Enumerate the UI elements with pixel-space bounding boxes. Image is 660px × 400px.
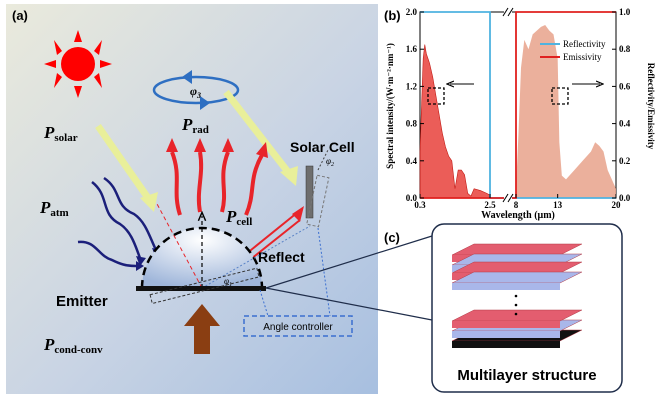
p-atm-label: Patm <box>39 198 69 219</box>
panel-c-label: (c) <box>384 230 400 245</box>
legend-reflectivity-label: Reflectivity <box>563 39 606 49</box>
atmospheric-window-area <box>516 25 616 198</box>
y-left-tick-label: 0.4 <box>406 156 418 166</box>
y-right-tick-label: 0.0 <box>619 193 631 203</box>
layer-top-3-edge <box>452 283 560 290</box>
layer-top-2 <box>451 261 583 274</box>
layer-top-0 <box>451 243 583 256</box>
y-left-tick-label: 2.0 <box>406 7 418 17</box>
y-left-tick-label: 0.0 <box>406 193 418 203</box>
emitter-plate <box>136 286 266 291</box>
p-cell-label: Pcell <box>225 207 252 228</box>
phi2-label: φ2 <box>326 156 334 168</box>
atm-arrow-3 <box>77 240 137 268</box>
angle-controller-link-2 <box>317 227 331 317</box>
atm-arrow-1 <box>91 181 142 259</box>
y-left-tick-label: 1.6 <box>406 44 418 54</box>
rad-arrow-2 <box>196 151 204 213</box>
zoom-box-right <box>551 87 569 105</box>
y-right-tick-label: 0.8 <box>619 44 631 54</box>
phi3-label: φ3 <box>190 84 201 100</box>
incident-axis <box>155 201 203 289</box>
rotation-phi3-icon <box>152 70 240 110</box>
p-rad-label: Prad <box>181 115 209 136</box>
rad-arrow-3 <box>220 151 230 213</box>
chart-legend: Reflectivity Emissivity <box>540 39 606 62</box>
axis-break-bottom <box>502 193 514 203</box>
connector-line-2 <box>265 235 433 289</box>
y-axis-right-label: Reflectivity/Emissivity <box>646 63 656 150</box>
multilayer-stack <box>451 243 583 348</box>
layer-bottom-0-edge <box>452 341 560 348</box>
x-tick-label: 13 <box>553 200 563 210</box>
cond-conv-arrow <box>184 304 220 354</box>
connector-line-1 <box>265 287 433 321</box>
y-right-tick-label: 1.0 <box>619 7 631 17</box>
x-tick-label: 2.5 <box>484 200 496 210</box>
rad-arrow-1 <box>170 151 182 216</box>
rad-arrow-4 <box>244 154 264 216</box>
atm-arrows <box>77 176 158 268</box>
layer-bottom-1-edge <box>452 331 560 338</box>
solar-cell-dashed-frame <box>306 174 330 228</box>
x-tick-label: 20 <box>612 200 622 210</box>
solar-ray-left <box>95 124 158 212</box>
sun-icon <box>44 30 112 98</box>
emitter-label: Emitter <box>56 293 108 310</box>
x-tick-label: 8 <box>514 200 519 210</box>
panel-a-label: (a) <box>12 8 28 23</box>
phi1-label: φ1 <box>224 276 232 288</box>
solar-ray-right <box>223 89 298 186</box>
zoom-box-left <box>427 87 445 105</box>
y-axis-left-label: Spectral intensity/(W·m⁻²·nm⁻¹) <box>385 43 395 169</box>
y-left-tick-label: 1.2 <box>406 81 418 91</box>
tilted-emitter-frame <box>149 267 260 305</box>
atm-arrow-2 <box>103 176 158 251</box>
solar-cell-label: Solar Cell <box>290 139 355 155</box>
p-cond-conv-label: Pcond-conv <box>43 335 103 356</box>
panel-b-label: (b) <box>384 8 401 23</box>
y-right-tick-label: 0.2 <box>619 156 631 166</box>
angle-controller-link-1 <box>259 289 269 317</box>
x-axis-label: Wavelength (μm) <box>481 210 555 221</box>
solar-spectrum-area <box>419 44 491 199</box>
series-line-reflectivity <box>420 11 616 199</box>
layer-bottom-2-edge <box>452 321 560 328</box>
angle-controller-label: Angle controller <box>263 322 333 333</box>
radiation-arrows <box>170 151 264 216</box>
x-tick-label: 0.3 <box>414 200 426 210</box>
legend-emissivity-label: Emissivity <box>563 52 602 62</box>
solar-cell-panel <box>305 165 314 219</box>
layer-top-3 <box>451 271 583 284</box>
p-solar-label: Psolar <box>43 123 78 144</box>
axis-break-top <box>502 7 514 17</box>
y-left-tick-label: 0.8 <box>406 119 418 129</box>
y-right-tick-label: 0.4 <box>619 119 631 129</box>
reflect-label: Reflect <box>258 249 305 265</box>
radiation-arrowheads <box>166 138 268 158</box>
layer-bottom-2 <box>451 309 583 322</box>
ellipsis-dots <box>514 294 518 316</box>
y-right-tick-label: 0.6 <box>619 81 631 91</box>
multilayer-label: Multilayer structure <box>457 367 596 384</box>
